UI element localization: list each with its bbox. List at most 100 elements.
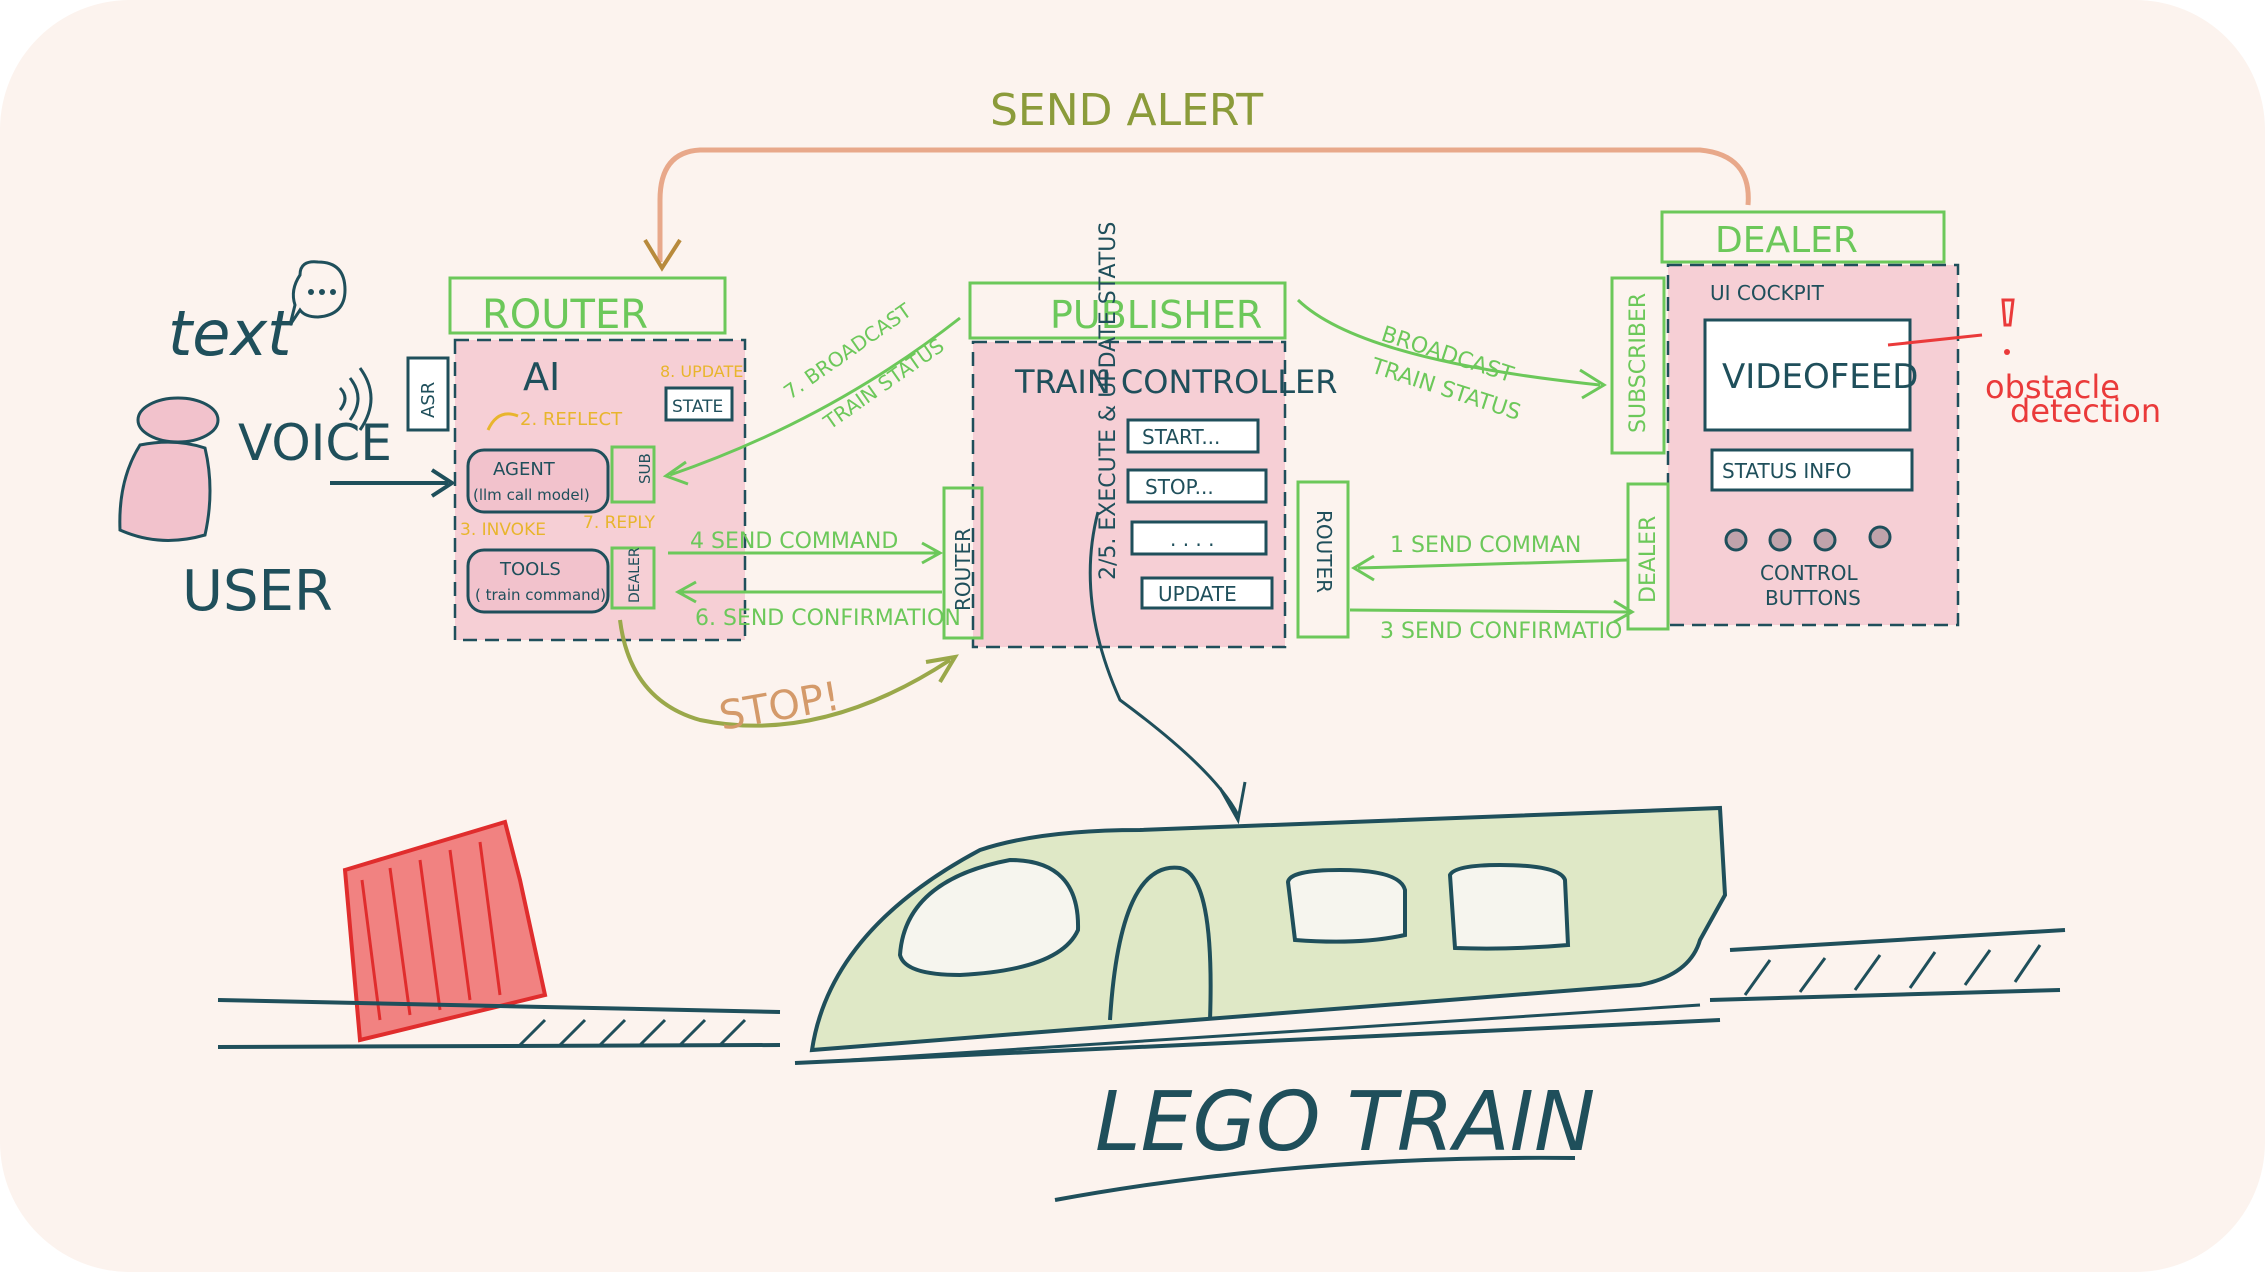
send-command-1-label: 1 SEND COMMAN xyxy=(1390,533,1581,558)
obstacle-label-1: obstacle xyxy=(1985,368,2120,406)
send-command-1-line xyxy=(1357,558,1629,570)
send-alert-arrow: SEND ALERT xyxy=(643,85,1751,272)
control-button-1[interactable] xyxy=(1724,528,1748,552)
send-command-4-label: 4 SEND COMMAND xyxy=(690,529,898,554)
ui-cockpit-label: UI COCKPIT xyxy=(1710,281,1825,305)
publisher-title: PUBLISHER xyxy=(1050,293,1262,337)
sub-label: SUB xyxy=(636,453,654,484)
tools-subtitle: ( train command) xyxy=(475,586,606,604)
videofeed-label: VIDEOFEED xyxy=(1722,357,1918,397)
publisher-router-left-label: ROUTER xyxy=(951,528,975,611)
arrowhead-icon xyxy=(1613,599,1635,624)
reply-label: 7. REPLY xyxy=(583,513,656,533)
start-button-label: START... xyxy=(1142,425,1220,449)
train-underline xyxy=(849,1003,1701,1062)
send-confirmation-6-label: 6. SEND CONFIRMATION xyxy=(695,606,961,631)
user-voice-label: VOICE xyxy=(238,414,392,472)
train-door xyxy=(1108,865,1213,1021)
more-button-label: . . . . xyxy=(1170,527,1215,551)
router-update-label: 8. UPDATE xyxy=(660,362,743,381)
stop-arrow-line xyxy=(618,619,952,728)
arrowhead-icon xyxy=(643,238,682,272)
sound-wave-icon xyxy=(338,386,347,411)
user-body xyxy=(118,440,212,542)
arrowhead-icon xyxy=(430,468,456,498)
tools-title: TOOLS xyxy=(499,559,561,580)
control-buttons-label-2: BUTTONS xyxy=(1765,586,1861,610)
arrowhead-icon xyxy=(921,541,944,565)
user-group: text VOICE USER xyxy=(118,260,456,624)
rail-left-top xyxy=(217,998,781,1014)
sub-box xyxy=(610,445,656,504)
dealer-side-box xyxy=(1626,482,1670,631)
obstacle-block-fill xyxy=(345,822,545,1040)
rail-left-bottom xyxy=(217,1043,781,1049)
train-windshield xyxy=(897,857,1081,978)
router-state-box xyxy=(664,386,734,422)
obstacle-label-2: detection xyxy=(2010,392,2161,430)
control-button-4[interactable] xyxy=(1868,525,1892,549)
subscriber-box xyxy=(1610,276,1666,455)
obstacle-block-outline xyxy=(342,819,548,1043)
update-button-label: UPDATE xyxy=(1158,582,1237,606)
invoke-label: 3. INVOKE xyxy=(460,520,546,540)
arrowhead-icon xyxy=(1579,368,1607,400)
send-alert-line xyxy=(657,147,1751,262)
exclamation-icon xyxy=(2001,298,2015,327)
arrowhead-icon xyxy=(674,580,697,604)
videofeed-panel xyxy=(1703,318,1912,432)
update-button[interactable] xyxy=(1140,576,1274,610)
send-confirmation-3-label: 3 SEND CONFIRMATIO xyxy=(1380,619,1622,644)
more-button[interactable] xyxy=(1130,520,1268,556)
publisher-to-train-arrow xyxy=(1088,511,1240,816)
speech-dot-icon xyxy=(330,289,336,295)
send-alert-label: SEND ALERT xyxy=(990,85,1263,136)
dealer-small-label: DEALER xyxy=(627,547,643,603)
agent-title: AGENT xyxy=(493,459,556,480)
lego-train: LEGO TRAIN xyxy=(809,805,1728,1202)
control-button-3[interactable] xyxy=(1813,528,1837,552)
router-state-label: STATE xyxy=(672,397,723,417)
agent-box xyxy=(466,448,610,514)
dealer-title-frame xyxy=(1660,210,1946,264)
broadcast-right-line xyxy=(1296,298,1601,387)
sound-wave-icon xyxy=(358,367,373,431)
train-label: LEGO TRAIN xyxy=(1095,1075,1595,1170)
router-reflect-label: 2. REFLECT xyxy=(520,409,623,430)
status-info-label: STATUS INFO xyxy=(1722,459,1852,483)
start-button[interactable] xyxy=(1126,418,1260,454)
asr-box xyxy=(406,356,450,432)
arrowhead-icon xyxy=(1218,781,1247,825)
execute-update-label: 2/5. EXECUTE & UPDATE STATUS xyxy=(1096,222,1121,580)
asr-label: ASR xyxy=(418,382,439,418)
dealer-side-label: DEALER xyxy=(1636,516,1661,603)
speech-dot-icon xyxy=(308,289,314,295)
control-buttons-label-1: CONTROL xyxy=(1760,561,1859,585)
speech-bubble-icon xyxy=(288,260,347,326)
publisher-router-right-label: ROUTER xyxy=(1312,510,1336,593)
publisher-router-right-box xyxy=(1296,480,1350,639)
router-ai-label: AI xyxy=(523,355,560,399)
arrowhead-icon xyxy=(925,654,959,684)
dealer-small-box xyxy=(610,546,656,610)
sleepers-right xyxy=(1743,944,2042,996)
stop-button[interactable] xyxy=(1126,468,1268,504)
rail-right-bottom xyxy=(1709,988,2061,1002)
train-controller-label: TRAIN CONTROLLER xyxy=(1014,363,1337,401)
dealer-box: DEALER UI COCKPIT VIDEOFEED STATUS INFO … xyxy=(1610,210,1960,631)
exclamation-dot-icon xyxy=(2004,349,2010,355)
user-head xyxy=(136,396,220,444)
subscriber-label: SUBSCRIBER xyxy=(1626,293,1651,433)
sleepers-left xyxy=(518,1018,747,1047)
send-confirmation-3-line xyxy=(1349,608,1631,614)
publisher-title-frame xyxy=(968,281,1287,340)
speech-dot-icon xyxy=(319,289,325,295)
stop-button-label: STOP... xyxy=(1145,475,1214,499)
dealer-title: DEALER xyxy=(1715,220,1858,261)
rail-center xyxy=(794,1018,1721,1065)
train-label-underline xyxy=(1054,1155,1576,1202)
agent-subtitle: (llm call model) xyxy=(473,486,590,504)
publisher-router-left-box xyxy=(942,486,984,640)
control-button-2[interactable] xyxy=(1768,528,1792,552)
